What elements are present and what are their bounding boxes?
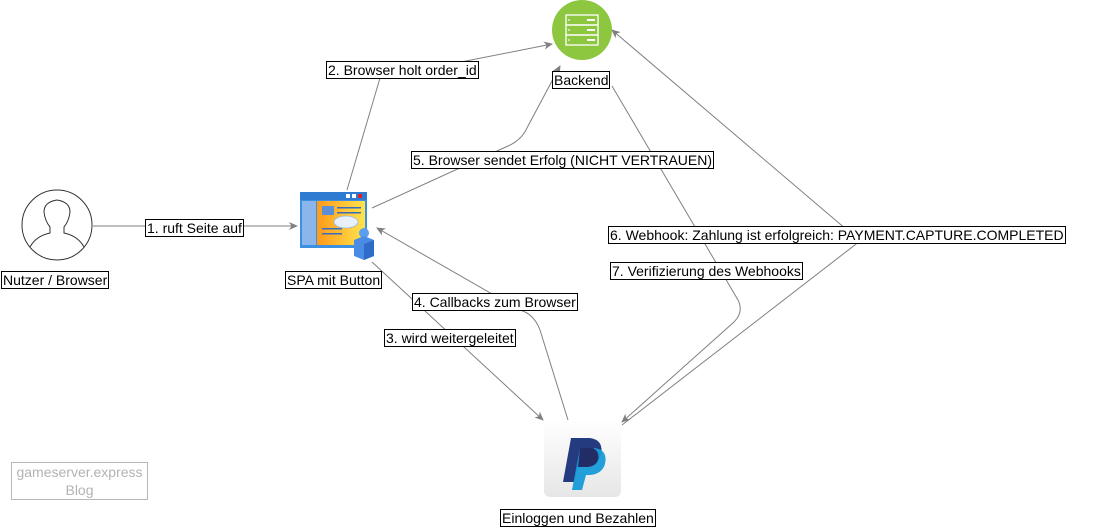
watermark-box: gameserver.express Blog	[11, 462, 148, 500]
node-label-user: Nutzer / Browser	[1, 271, 110, 289]
watermark-line-2: Blog	[65, 482, 94, 498]
edge-label-1[interactable]: 1. ruft Seite auf	[145, 219, 244, 237]
server-icon[interactable]	[552, 0, 612, 60]
edge-label-6[interactable]: 6. Webhook: Zahlung ist erfolgreich: PAY…	[608, 226, 1066, 244]
edge-5-sendet-erfolg[interactable]	[371, 65, 561, 209]
edge-4-callbacks[interactable]	[376, 227, 569, 421]
watermark-line-1: gameserver.express	[16, 464, 143, 480]
node-label-spa: SPA mit Button	[285, 271, 383, 289]
paypal-icon[interactable]	[544, 420, 621, 497]
edge-label-4[interactable]: 4. Callbacks zum Browser	[412, 293, 578, 311]
node-label-paypal: Einloggen und Bezahlen	[500, 509, 656, 527]
edge-label-2[interactable]: 2. Browser holt order_id	[326, 61, 479, 79]
user-icon[interactable]	[21, 189, 93, 261]
edge-label-7[interactable]: 7. Verifizierung des Webhooks	[610, 262, 803, 280]
edge-label-3[interactable]: 3. wird weitergeleitet	[384, 329, 516, 347]
web-app-icon[interactable]	[300, 192, 374, 260]
edge-7-verifizierung[interactable]	[611, 85, 741, 423]
node-label-backend: Backend	[552, 71, 611, 89]
edge-label-5[interactable]: 5. Browser sendet Erfolg (NICHT VERTRAUE…	[411, 151, 715, 169]
